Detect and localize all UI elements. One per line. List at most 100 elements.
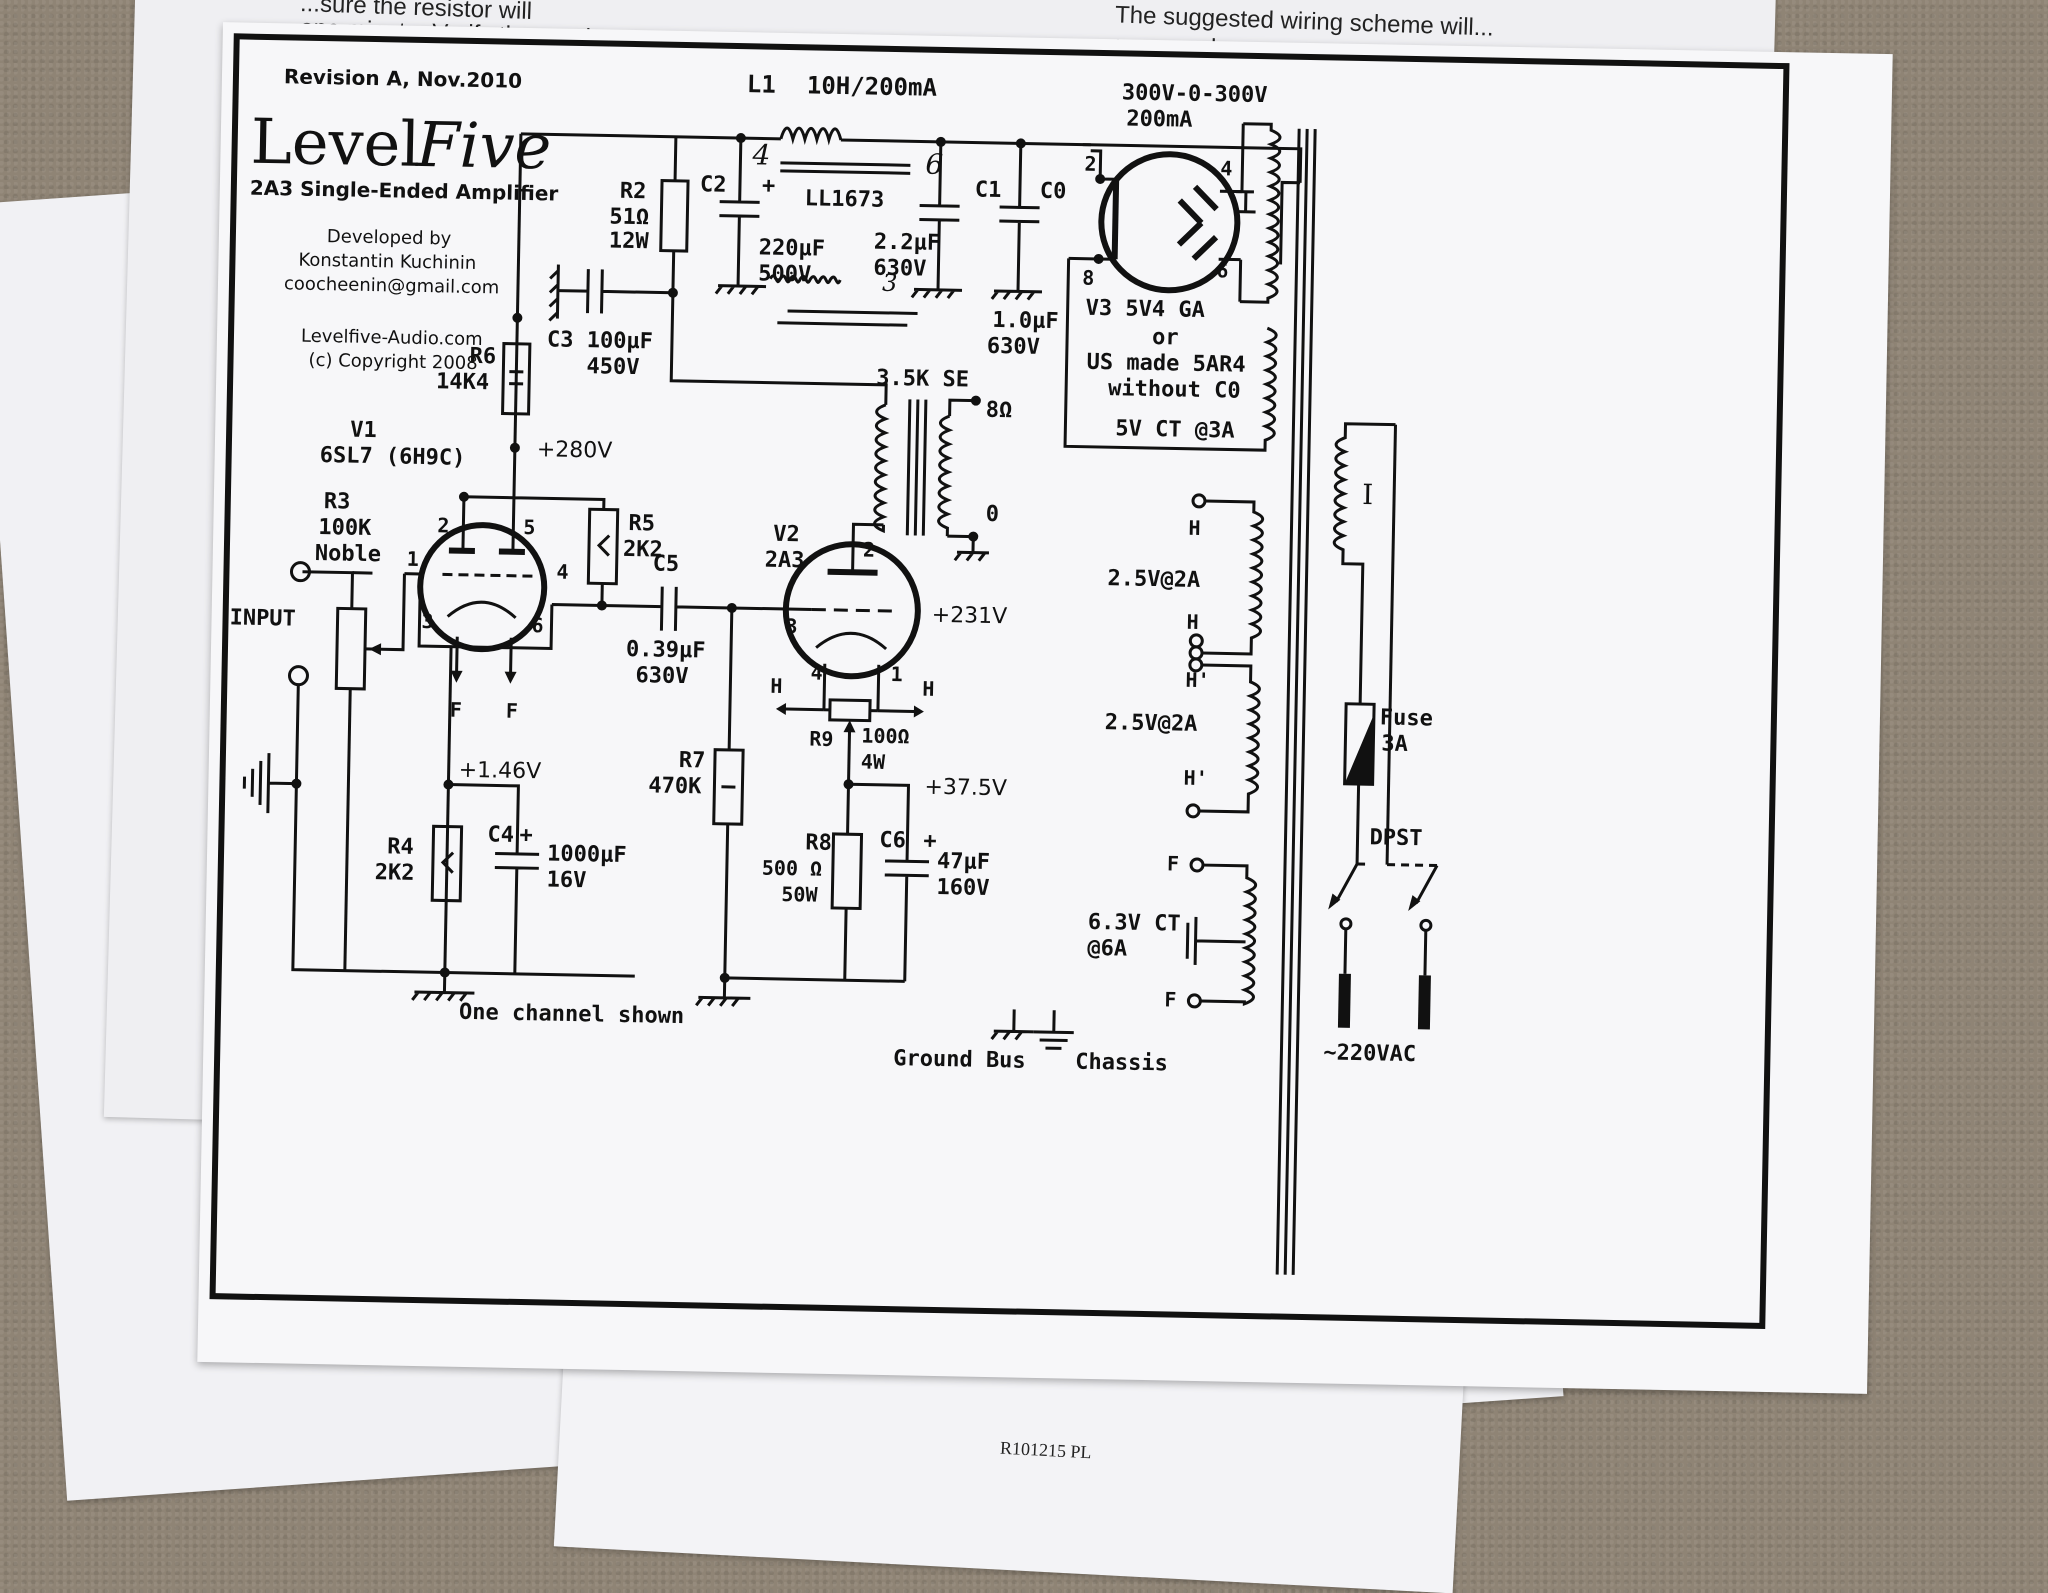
polarity-plus: + xyxy=(923,829,937,854)
voltage-146: +1.46V xyxy=(458,758,541,785)
pin-label: 8 xyxy=(1082,266,1095,290)
C2-value-1: 220μF xyxy=(759,235,826,261)
V3-alt-2: without C0 xyxy=(1108,376,1241,404)
V1-type: 6SL7 (6H9C) xyxy=(319,443,465,471)
heater-terminal[interactable] xyxy=(1190,635,1202,647)
voltage-375: +37.5V xyxy=(924,775,1007,802)
wire xyxy=(725,608,732,978)
potentiometer-wiper xyxy=(365,573,404,650)
C0-label: C0 xyxy=(1040,179,1067,205)
terminal-F: F xyxy=(1167,851,1180,875)
PT-filament-winding xyxy=(1200,865,1256,1004)
tube-grid xyxy=(812,610,892,612)
R9-label: R9 xyxy=(809,726,834,750)
C2-label: C2 xyxy=(700,172,727,198)
filament-terminal[interactable] xyxy=(1188,995,1200,1007)
capacitor-C6 xyxy=(883,861,929,982)
wire xyxy=(1345,929,1426,976)
V3-or: or xyxy=(1152,325,1179,351)
wire xyxy=(845,784,909,981)
chassis-label: Chassis xyxy=(1075,1050,1168,1077)
R3-value: 100K xyxy=(318,515,372,541)
output-terminal-8ohm[interactable] xyxy=(971,396,981,406)
arrow-icon xyxy=(369,643,381,655)
voltage-280: +280V xyxy=(537,437,613,463)
R9-value-2: 4W xyxy=(861,749,886,773)
junction-dot xyxy=(459,492,469,502)
choke-core xyxy=(780,163,910,173)
L1-part: LL1673 xyxy=(804,186,884,213)
C1-value-2: 630V xyxy=(873,256,926,282)
V2-label: V2 xyxy=(773,522,800,548)
C5-value-1: 0.39μF xyxy=(626,637,706,664)
pin-label: 2 xyxy=(437,513,450,537)
resistor-R8 xyxy=(832,834,861,909)
voltage-231: +231V xyxy=(932,603,1008,629)
polarity-plus: + xyxy=(762,173,776,198)
R2-value-1: 51Ω xyxy=(609,205,649,231)
subtitle: 2A3 Single-Ended Amplifier xyxy=(250,176,559,206)
C4-label: C4 xyxy=(487,822,514,848)
author-name: Konstantin Kuchinin xyxy=(298,250,476,274)
ground-symbol xyxy=(912,289,962,298)
pin-label: 6 xyxy=(1216,258,1229,282)
ground-symbol xyxy=(947,536,989,561)
PT-63-label: 6.3V CT xyxy=(1088,910,1181,937)
C6-label: C6 xyxy=(879,828,906,854)
PT-hv-current: 200mA xyxy=(1126,106,1193,132)
R8-value-1: 500 Ω xyxy=(762,856,823,881)
schematic-sheet: Revision A, Nov.2010 Level Five 2A3 Sing… xyxy=(197,22,1892,1394)
wire xyxy=(673,137,676,293)
resistor-R9 xyxy=(830,700,870,721)
heater-terminal[interactable] xyxy=(1190,647,1202,659)
L1-label: L1 xyxy=(747,70,776,99)
wire xyxy=(345,689,350,971)
wire xyxy=(302,572,353,609)
V3-label: V3 5V4 GA xyxy=(1085,296,1205,323)
capacitor-C3 xyxy=(558,269,674,315)
C1-label: C1 xyxy=(975,178,1002,204)
developed-by: Developed by xyxy=(327,226,452,249)
choke-L1 xyxy=(781,128,841,140)
C0-value-2: 630V xyxy=(987,334,1040,360)
terminal-F: F xyxy=(1164,987,1177,1011)
pin-label: 2 xyxy=(1084,152,1097,176)
output-terminal-0[interactable] xyxy=(968,531,978,541)
arrow-icon xyxy=(1328,893,1420,911)
heater-terminal[interactable] xyxy=(1193,495,1205,507)
R6-label: R6 xyxy=(469,344,496,370)
OT-0-label: 0 xyxy=(985,502,999,527)
R8-value-2: 50W xyxy=(781,882,819,907)
mains-label: ~220VAC xyxy=(1323,1040,1416,1067)
resistor-R5 xyxy=(588,509,617,584)
PT-25a-label: 2.5V@2A xyxy=(1107,566,1200,593)
fuse-element xyxy=(1345,714,1374,785)
C6-value-1: 47μF xyxy=(937,849,990,875)
resistor-mark xyxy=(599,535,609,555)
terminal-Hp: H' xyxy=(1183,766,1208,790)
input-jack-terminal xyxy=(289,666,307,684)
C3-value: 450V xyxy=(586,354,639,380)
R2-value-2: 12W xyxy=(609,229,650,255)
heater-H: H xyxy=(770,674,783,698)
output-transformer-primary xyxy=(874,405,885,531)
revision-label: Revision A, Nov.2010 xyxy=(284,64,523,93)
pin-label: 3 xyxy=(785,614,798,638)
wire xyxy=(1357,784,1359,864)
capacitor-C4 xyxy=(493,853,539,974)
filament-terminal[interactable] xyxy=(1191,859,1203,871)
wire xyxy=(671,293,888,405)
chassis-ground-symbol xyxy=(1187,917,1246,966)
capacitor-C5 xyxy=(601,585,812,633)
heater-terminal[interactable] xyxy=(1187,805,1199,817)
tube-V1 xyxy=(419,524,545,650)
polarity-plus: + xyxy=(519,823,533,848)
pin-label: 2 xyxy=(863,537,876,561)
pin-label: 1 xyxy=(407,547,420,571)
pin-label: 4 xyxy=(1220,156,1233,180)
pin-label: 1 xyxy=(890,662,903,686)
website: Levelfive-Audio.com xyxy=(301,326,483,350)
pin-label: 5 xyxy=(523,515,536,539)
switch-blade[interactable] xyxy=(1336,864,1437,904)
C2-value-2: 500V xyxy=(758,261,811,287)
